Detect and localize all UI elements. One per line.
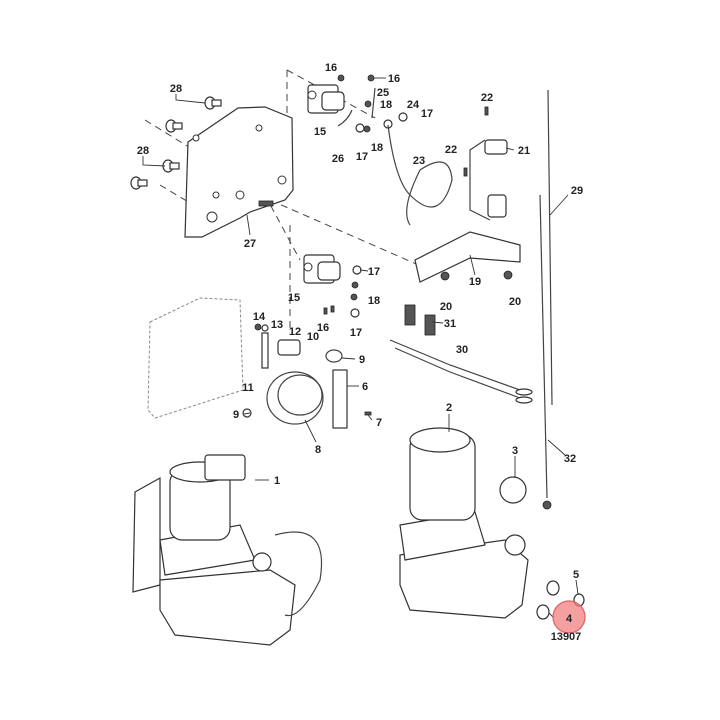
wire-clips	[389, 304, 533, 404]
callout-6[interactable]: 6	[362, 381, 368, 393]
callout-18[interactable]: 18	[368, 295, 380, 307]
callout-20[interactable]: 20	[440, 301, 452, 313]
callout-8[interactable]: 8	[315, 444, 321, 456]
callout-23[interactable]: 23	[413, 155, 425, 167]
callout-16[interactable]: 16	[317, 322, 329, 334]
callout-3[interactable]: 3	[512, 445, 518, 457]
solenoid-upper	[307, 84, 345, 114]
callout-11[interactable]: 11	[242, 382, 254, 394]
callout-4-highlighted[interactable]: 4	[566, 613, 573, 625]
callout-7[interactable]: 7	[376, 417, 382, 429]
callout-16[interactable]: 16	[388, 73, 400, 85]
figure-number: 13907	[551, 631, 582, 643]
callout-5[interactable]: 5	[573, 569, 579, 581]
rods	[539, 89, 553, 510]
solenoid-lower	[303, 254, 341, 284]
callout-31[interactable]: 31	[444, 318, 456, 330]
callout-19[interactable]: 19	[469, 276, 481, 288]
callout-29[interactable]: 29	[571, 185, 583, 197]
callout-15[interactable]: 15	[314, 126, 326, 138]
callout-15[interactable]: 15	[288, 292, 300, 304]
pump-assembly-left	[132, 454, 322, 646]
callout-22[interactable]: 22	[445, 144, 457, 156]
callout-28[interactable]: 28	[170, 83, 182, 95]
callout-24[interactable]: 24	[407, 99, 420, 111]
callout-17[interactable]: 17	[421, 108, 433, 120]
callout-13[interactable]: 13	[271, 319, 283, 331]
callout-27[interactable]: 27	[244, 238, 256, 250]
callout-12[interactable]: 12	[289, 326, 301, 338]
leader-lines	[142, 77, 579, 619]
callout-28[interactable]: 28	[137, 145, 149, 157]
cables	[266, 87, 453, 425]
callout-10[interactable]: 10	[307, 331, 319, 343]
callout-30[interactable]: 30	[456, 344, 468, 356]
callout-21[interactable]: 21	[518, 145, 530, 157]
callout-18[interactable]: 18	[371, 142, 383, 154]
callout-17[interactable]: 17	[368, 266, 380, 278]
callout-labels: 28 28 27 16 16 25 18 15 26 17 18 24 17 2…	[137, 62, 583, 643]
callout-26[interactable]: 26	[332, 153, 344, 165]
callout-18[interactable]: 18	[380, 99, 392, 111]
callout-16[interactable]: 16	[325, 62, 337, 74]
callout-20[interactable]: 20	[509, 296, 521, 308]
mounting-plate	[184, 106, 294, 238]
callout-17[interactable]: 17	[356, 151, 368, 163]
bolts	[130, 96, 222, 190]
callout-22[interactable]: 22	[481, 92, 493, 104]
callout-25[interactable]: 25	[377, 87, 389, 99]
fasteners	[242, 74, 513, 418]
callout-2[interactable]: 2	[446, 402, 452, 414]
pump-assembly-right	[399, 427, 585, 620]
callout-9[interactable]: 9	[233, 409, 239, 421]
callout-14[interactable]: 14	[253, 311, 266, 323]
harness-bracket	[414, 139, 521, 283]
callout-9[interactable]: 9	[359, 354, 365, 366]
callout-17[interactable]: 17	[350, 327, 362, 339]
highlight-circle[interactable]	[552, 600, 586, 634]
relay-components	[261, 332, 348, 429]
callout-32[interactable]: 32	[564, 453, 576, 465]
rear-plate-ghost	[147, 297, 244, 419]
callout-1[interactable]: 1	[274, 475, 280, 487]
